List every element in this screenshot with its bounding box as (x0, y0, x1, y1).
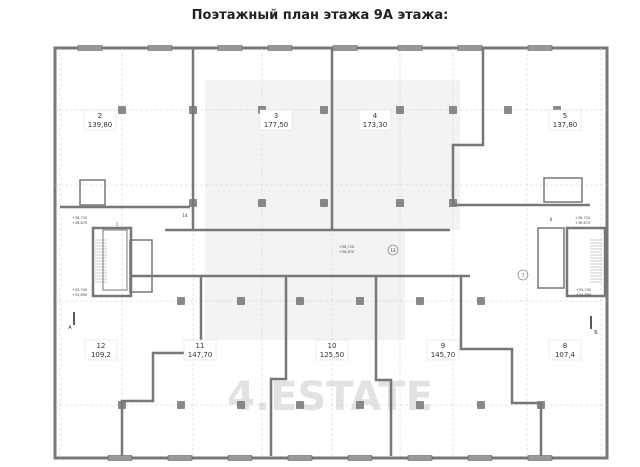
column (504, 106, 512, 114)
column (118, 106, 126, 114)
room-1-label: 1 (116, 222, 119, 227)
section-mark-b-label: Б (594, 330, 598, 336)
facade-pier (167, 455, 193, 461)
watermark: 4.ESTATE (227, 374, 433, 420)
room-7-marker (517, 269, 529, 281)
column (356, 401, 364, 409)
column (237, 297, 245, 305)
room-labels: 2139,803177,504173,305137,8012109,211147… (83, 109, 582, 361)
facade-pier (267, 45, 293, 51)
corridor-marker (387, 244, 399, 256)
room-area: 173,30 (363, 121, 388, 129)
corridor-elevation-bottom: +36,870 (339, 250, 354, 254)
facade-pier (347, 455, 373, 461)
room-number: 11 (196, 342, 205, 350)
stairs (95, 239, 602, 283)
elevation-right-upper-2: +36,870 (575, 221, 590, 225)
column (396, 199, 404, 207)
room-label-box (83, 109, 117, 131)
column (396, 106, 404, 114)
facade-pier (287, 455, 313, 461)
facade-pier (407, 455, 433, 461)
facade-pier (332, 45, 358, 51)
elevation-left-upper-2: +36,870 (72, 221, 87, 225)
room-area: 147,70 (188, 351, 213, 359)
room-6-label: 6 (550, 217, 553, 222)
room-label-box (259, 109, 293, 131)
room-area: 139,80 (88, 121, 113, 129)
corridor-number: 13 (390, 248, 396, 253)
room-label-box (183, 339, 217, 361)
facade-pier (397, 45, 423, 51)
room-number: 8 (563, 342, 567, 350)
facade-pier (467, 455, 493, 461)
facade-pier (227, 455, 253, 461)
column (237, 401, 245, 409)
facade-pier (457, 45, 483, 51)
room-number: 10 (328, 342, 337, 350)
column (356, 297, 364, 305)
elevation-right-stair-1: +34,740 (576, 288, 591, 292)
column (177, 401, 185, 409)
room-area: 107,4 (555, 351, 576, 359)
plan-title: Поэтажный план этажа 9А этажа: (191, 8, 449, 23)
facade-pier (527, 455, 553, 461)
room-label-box (548, 109, 582, 131)
column (477, 401, 485, 409)
room-number: 3 (274, 112, 278, 120)
room-area: 177,50 (264, 121, 289, 129)
room-number: 9 (441, 342, 445, 350)
facade-pier (217, 45, 243, 51)
elevation-left-upper-1: +36,720 (72, 216, 87, 220)
room-number: 12 (97, 342, 106, 350)
corridor-elevation-top: +36,720 (339, 245, 354, 249)
column (296, 297, 304, 305)
elevation-left-stair-1: +34,740 (72, 288, 87, 292)
column (296, 401, 304, 409)
column (416, 401, 424, 409)
column (416, 297, 424, 305)
section-mark-a-label: А (68, 325, 72, 331)
column (477, 297, 485, 305)
elevation-right-stair-2: +34,890 (576, 293, 591, 297)
facade-pier (527, 45, 553, 51)
column (258, 199, 266, 207)
column (177, 297, 185, 305)
column (449, 106, 457, 114)
shaded-area (205, 230, 405, 340)
column (320, 106, 328, 114)
facade-pier (107, 455, 133, 461)
room-label-box (84, 339, 118, 361)
facade-pier (77, 45, 103, 51)
room-number: 2 (98, 112, 102, 120)
room-area: 145,70 (431, 351, 456, 359)
room-number: 5 (563, 112, 567, 120)
facade-pier (147, 45, 173, 51)
room-label-box (548, 339, 582, 361)
room-14-label: 14 (182, 213, 188, 218)
elevation-left-stair-2: +34,890 (72, 293, 87, 297)
room-area: 109,2 (91, 351, 111, 359)
room-area: 125,50 (320, 351, 345, 359)
room-7-label: 7 (522, 273, 525, 278)
room-label-box (358, 109, 392, 131)
columns (77, 45, 561, 461)
room-label-box (315, 339, 349, 361)
room-label-box (426, 339, 460, 361)
room-area: 137,80 (553, 121, 578, 129)
room-number: 4 (373, 112, 378, 120)
elevation-right-upper-1: +36,720 (575, 216, 590, 220)
column (320, 199, 328, 207)
